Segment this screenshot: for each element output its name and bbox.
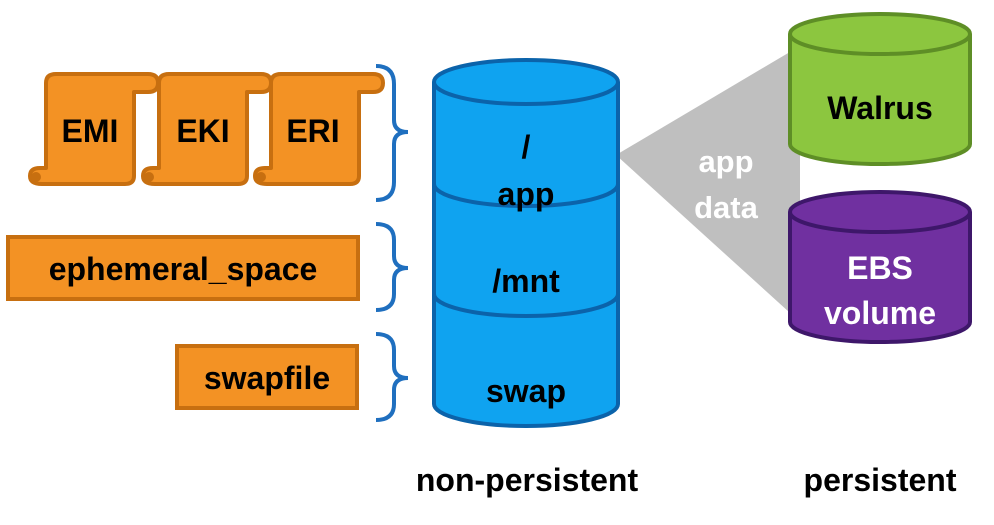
ebs-volume-cylinder: EBS volume — [788, 190, 972, 344]
walrus-cylinder: Walrus — [788, 12, 972, 166]
swap-partition-label: swap — [486, 373, 566, 409]
eri-scroll-icon: ERI — [253, 72, 385, 186]
ebs-label-line1: EBS — [847, 250, 913, 286]
ephemeral-space-label: ephemeral_space — [49, 251, 318, 287]
swapfile-label: swapfile — [204, 360, 330, 396]
flow-label-line2: data — [694, 190, 759, 225]
swapfile-box: swapfile — [175, 344, 359, 410]
swap-brace — [375, 332, 409, 422]
images-brace — [375, 64, 409, 202]
non-persistent-caption: non-persistent — [416, 462, 639, 498]
emi-scroll-icon: EMI — [28, 72, 160, 186]
emi-label: EMI — [62, 113, 119, 149]
walrus-label: Walrus — [827, 90, 933, 126]
app-data-flow — [616, 46, 800, 322]
ephemeral-brace — [375, 222, 409, 312]
ebs-label-line2: volume — [824, 295, 936, 331]
eki-label: EKI — [176, 113, 229, 149]
persistent-caption: persistent — [804, 462, 957, 498]
ephemeral-space-box: ephemeral_space — [6, 235, 360, 301]
root-partition-label-line2: app — [498, 176, 555, 212]
flow-label-line1: app — [698, 144, 753, 179]
mnt-partition-label: /mnt — [492, 263, 560, 299]
root-partition-label-line1: / — [522, 129, 531, 165]
eri-label: ERI — [286, 113, 339, 149]
eki-scroll-icon: EKI — [141, 72, 273, 186]
non-persistent-disk-cylinder: / app /mnt swap — [432, 58, 620, 428]
